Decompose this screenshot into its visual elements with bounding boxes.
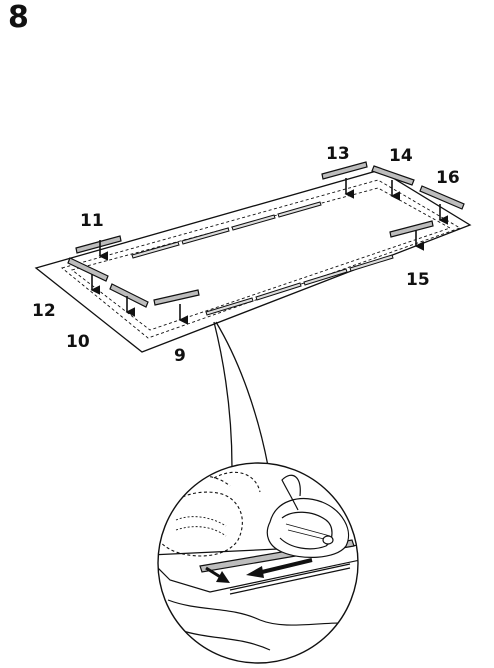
loose-strips: [67, 161, 465, 308]
far-edge-slots: [131, 201, 322, 259]
strip-12a: [67, 257, 109, 282]
label-13: 13: [326, 144, 350, 164]
label-16: 16: [436, 168, 460, 188]
strip-15: [389, 220, 434, 238]
mat-panel: [34, 169, 472, 353]
placement-arrows: [90, 178, 448, 325]
strip-13: [321, 161, 368, 180]
zoom-detail: [157, 462, 359, 664]
label-9: 9: [174, 346, 186, 366]
zoom-callout-pointer: [213, 321, 269, 469]
label-15: 15: [406, 270, 430, 290]
strip-14: [371, 165, 415, 186]
strip-12b: [109, 283, 149, 308]
step-number: 8: [8, 0, 29, 35]
label-10: 10: [66, 332, 90, 352]
strip-11: [75, 235, 122, 254]
label-11: 11: [80, 211, 104, 231]
strip-9: [153, 289, 200, 306]
dashed-outline-inner: [71, 187, 452, 331]
strip-16: [419, 185, 465, 210]
label-14: 14: [389, 146, 413, 166]
near-edge-slots: [205, 254, 394, 316]
label-12: 12: [32, 301, 56, 321]
